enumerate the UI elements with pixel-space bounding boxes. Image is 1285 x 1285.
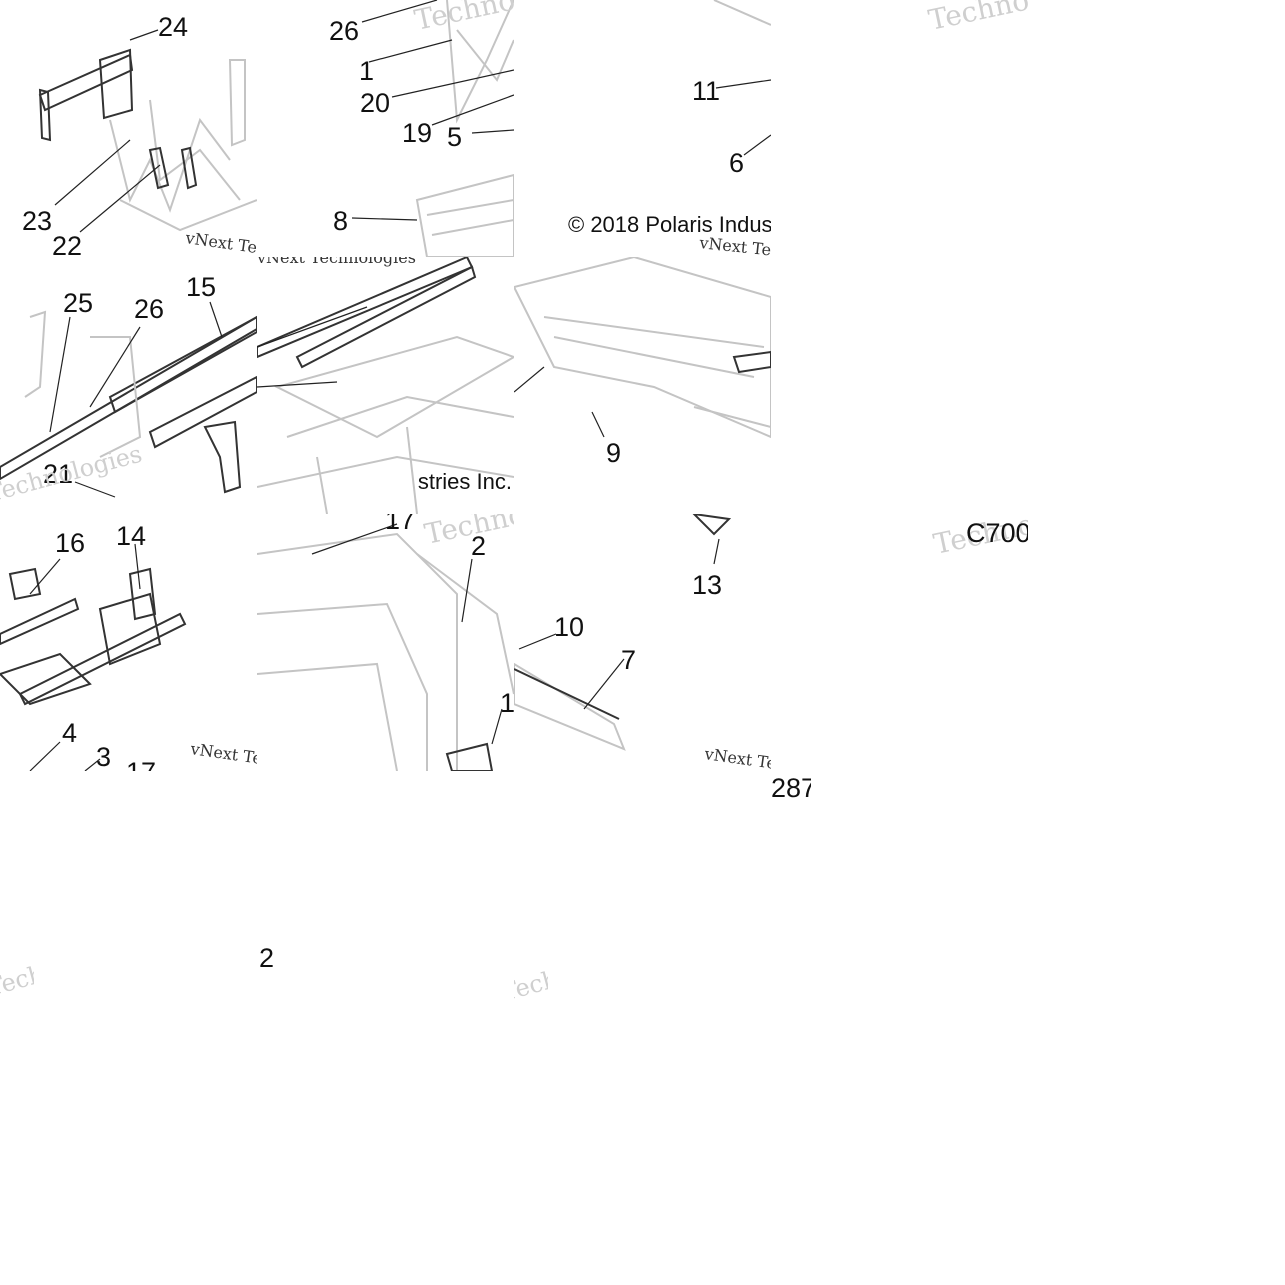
diagram-tile-top-center: 26 1 20 19 5 8 Technologies — [257, 0, 514, 257]
callout-7: 7 — [621, 645, 636, 675]
callout-18: 19 — [402, 118, 432, 148]
callout-17-partial: 17 — [126, 757, 156, 771]
floor-pan-section — [257, 257, 514, 514]
watermark-word-6: Technologies — [0, 934, 34, 1002]
watermark-text-3: vNext Technologies — [257, 257, 416, 267]
callout-23: 24 — [158, 12, 188, 42]
callout-10: 10 — [554, 612, 584, 642]
watermark-word: Technologies — [412, 0, 514, 37]
diagram-tile-partial-bottom-center: 2 — [257, 771, 287, 1028]
diagram-tile-bottom-left: 16 14 4 3 17 vNext Technologies — [0, 514, 257, 771]
diagram-tile-partial-code: 287 — [771, 771, 811, 801]
callout-17: 17 — [385, 514, 415, 535]
callout-11: 11 — [692, 76, 720, 106]
callout-3: 3 — [96, 742, 111, 771]
callout-22: 23 — [22, 206, 52, 236]
callout-20: 21 — [43, 459, 73, 489]
callout-8: 8 — [333, 206, 348, 236]
diagram-tile-top-right: 11 6 © 2018 Polaris Indus vNext Technolo… — [514, 0, 771, 257]
copyright-notice: © 2018 Polaris Indus — [568, 212, 771, 237]
callout-1: 1 — [359, 56, 374, 86]
callout-2-partial: 2 — [259, 943, 274, 973]
side-rail-assembly — [0, 310, 257, 494]
copyright-notice-tail: stries Inc. — [418, 469, 512, 494]
callout-16: 16 — [55, 528, 85, 558]
callout-21: 22 — [52, 231, 82, 257]
diagram-tile-mid-right: 9 — [514, 257, 771, 514]
roll-cage-section — [415, 0, 514, 257]
callout-5: 5 — [447, 122, 462, 152]
callout-2: 2 — [471, 531, 486, 561]
callout-19: 20 — [360, 88, 390, 118]
callout-24: 25 — [63, 288, 93, 318]
floor-panel — [514, 257, 771, 439]
rear-bracket-assembly — [38, 48, 257, 232]
callout-6: 6 — [729, 148, 744, 178]
callout-4: 4 — [62, 718, 77, 748]
callout-14: 14 — [116, 521, 146, 551]
diagram-tile-bottom-right: 10 7 13 vNext Technologies — [514, 514, 771, 771]
watermark-word-2: Technologies — [926, 0, 1028, 37]
lower-frame-section — [257, 532, 514, 771]
part-code-end: 287 — [771, 773, 811, 801]
callout-1-partial: 1 — [500, 688, 514, 718]
callout-26: 26 — [329, 16, 359, 46]
watermark-word-3: Technologies — [0, 440, 145, 508]
diagram-tile-partial-bottom-left: Technologies — [0, 771, 34, 1028]
diagram-tile-top-left: 24 23 22 vNext Technologies — [0, 0, 257, 257]
callout-15: 15 — [186, 272, 216, 302]
diagram-tile-partial-bottom-right: Technologies — [514, 771, 548, 1028]
callout-25: 26 — [134, 294, 164, 324]
callout-13: 13 — [692, 570, 722, 600]
diagram-tile-center: stries Inc. vNext Technologies — [257, 257, 514, 514]
watermark-text-5: vNext Technologies — [702, 744, 771, 771]
front-frame-assembly — [0, 567, 187, 706]
diagram-tile-top-far-right: Technologies — [771, 0, 1028, 257]
diagram-tile-bottom-center: 17 2 1 Technologies — [257, 514, 514, 771]
callout-9: 9 — [606, 438, 621, 468]
skid-plate — [514, 514, 732, 751]
watermark-text-4: vNext Technologies — [188, 739, 257, 771]
diagram-tile-mid-left: 25 26 15 21 Technologies — [0, 257, 257, 514]
watermark-word-7: Technologies — [514, 939, 548, 1007]
watermark-word-4: Technologies — [422, 514, 514, 551]
watermark-text: vNext Technologies — [183, 228, 257, 257]
